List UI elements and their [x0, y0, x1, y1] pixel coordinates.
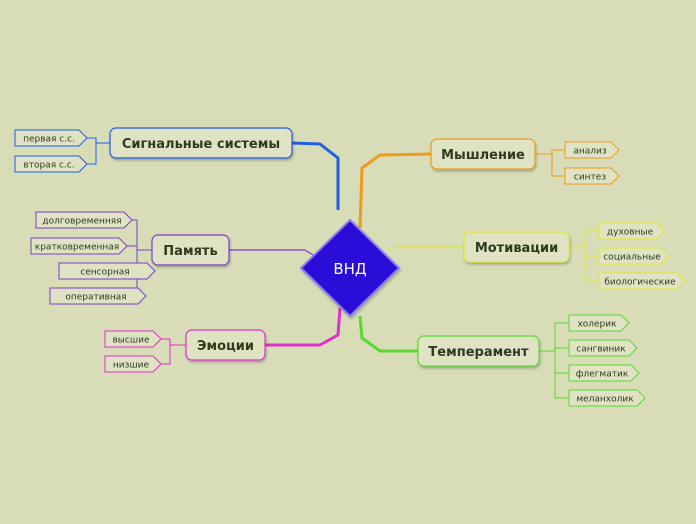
sub-connector	[551, 149, 565, 154]
sub-connector	[584, 230, 599, 247]
branch-connector-memory	[229, 249, 319, 259]
main-topic-box	[463, 231, 570, 263]
subtopic-label: сенсорная	[80, 268, 129, 278]
sub-connector	[554, 351, 569, 399]
main-topic-box	[185, 329, 266, 361]
main-topic-memory[interactable]: Память	[151, 234, 230, 266]
sub-connector	[161, 338, 171, 345]
main-topic-box	[417, 335, 540, 367]
subtopic-label: низшие	[113, 361, 150, 371]
subtopic-box	[35, 211, 133, 229]
branch-connector-temperament	[358, 315, 418, 353]
subtopic-temperament-2[interactable]: флегматик	[568, 364, 640, 382]
main-topic-signal[interactable]: Сигнальные системы	[109, 127, 293, 159]
subtopic-box	[30, 237, 128, 255]
subtopic-box	[598, 272, 686, 290]
subtopic-thinking-0[interactable]: анализ	[564, 141, 620, 159]
sub-connector	[584, 247, 599, 257]
subtopic-box	[568, 339, 638, 357]
sub-connector	[554, 351, 569, 374]
main-topic-temperament[interactable]: Темперамент	[417, 335, 540, 367]
branch-connector-thinking	[358, 152, 432, 229]
subtopic-emotions-0[interactable]: высшие	[104, 330, 162, 348]
sub-connector	[87, 137, 97, 143]
subtopic-label: социальные	[603, 253, 661, 263]
subtopic-label: долговременняя	[42, 217, 121, 227]
subtopic-motivation-2[interactable]: биологические	[598, 272, 686, 290]
subtopic-box	[104, 330, 162, 348]
subtopic-box	[49, 287, 147, 305]
subtopic-label: меланхолик	[576, 395, 634, 405]
subtopic-emotions-1[interactable]: низшие	[104, 355, 162, 373]
main-topic-box	[430, 138, 536, 170]
subtopic-memory-0[interactable]: долговременняя	[35, 211, 133, 229]
sub-connector	[87, 143, 97, 165]
main-topic-label: Сигнальные системы	[122, 137, 280, 152]
subtopic-label: кратковременная	[35, 243, 119, 253]
sub-connector	[554, 347, 569, 351]
subtopic-label: сангвиник	[576, 345, 626, 355]
central-topic-label: ВНД	[333, 260, 366, 278]
subtopic-box	[564, 167, 620, 185]
nodes: Сигнальные системы первая с.с. вторая с.с.…	[14, 127, 686, 407]
subtopic-box	[568, 364, 640, 382]
main-topic-emotions[interactable]: Эмоции	[185, 329, 266, 361]
main-topic-motivation[interactable]: Мотивации	[463, 231, 570, 263]
subtopic-box	[568, 314, 630, 332]
sub-connector	[161, 345, 171, 365]
subtopic-temperament-1[interactable]: сангвиник	[568, 339, 638, 357]
subtopic-signal-0[interactable]: первая с.с.	[14, 129, 88, 147]
subtopic-box	[104, 355, 162, 373]
subtopic-temperament-3[interactable]: меланхолик	[568, 389, 646, 407]
subtopic-box	[564, 141, 620, 159]
sub-connector	[132, 219, 138, 250]
subtopic-thinking-1[interactable]: синтез	[564, 167, 620, 185]
main-topic-box	[109, 127, 293, 159]
subtopic-box	[598, 247, 670, 265]
main-topic-label: Темперамент	[428, 345, 529, 360]
main-topic-label: Память	[163, 244, 217, 259]
main-topic-label: Мышление	[441, 148, 525, 163]
subtopic-temperament-0[interactable]: холерик	[568, 314, 630, 332]
subtopic-label: холерик	[577, 320, 617, 330]
subtopic-motivation-1[interactable]: социальные	[598, 247, 670, 265]
main-topic-thinking[interactable]: Мышление	[430, 138, 536, 170]
subtopic-label: духовные	[607, 228, 654, 238]
sub-connector	[584, 247, 599, 282]
subtopic-label: оперативная	[65, 293, 126, 303]
subtopic-box	[14, 129, 88, 147]
subtopic-memory-1[interactable]: кратковременная	[30, 237, 128, 255]
subtopic-label: флегматик	[576, 370, 629, 380]
subtopic-label: высшие	[113, 336, 150, 346]
sub-connector	[554, 322, 569, 351]
subtopic-box	[58, 262, 156, 280]
subtopic-box	[14, 155, 88, 173]
subtopic-label: биологические	[604, 278, 676, 288]
branch-connector-motivation	[387, 246, 464, 249]
subtopic-box	[568, 389, 646, 407]
main-topic-box	[151, 234, 230, 266]
branch-connector-signal	[291, 141, 340, 210]
branch-connector-emotions	[265, 307, 342, 347]
subtopic-label: вторая с.с.	[23, 161, 74, 171]
main-topic-label: Эмоции	[197, 339, 254, 354]
subtopic-label: синтез	[574, 173, 606, 183]
subtopic-memory-3[interactable]: оперативная	[49, 287, 147, 305]
subtopic-label: анализ	[573, 147, 607, 157]
central-topic[interactable]: ВНД	[299, 218, 401, 318]
subtopic-motivation-0[interactable]: духовные	[598, 222, 666, 240]
subtopic-memory-2[interactable]: сенсорная	[58, 262, 156, 280]
sub-connector	[551, 154, 565, 177]
subtopic-label: первая с.с.	[23, 135, 75, 145]
subtopic-box	[598, 222, 666, 240]
subtopic-signal-1[interactable]: вторая с.с.	[14, 155, 88, 173]
main-topic-label: Мотивации	[475, 241, 558, 256]
central-topic-diamond	[299, 218, 401, 318]
sub-connector	[127, 245, 138, 250]
